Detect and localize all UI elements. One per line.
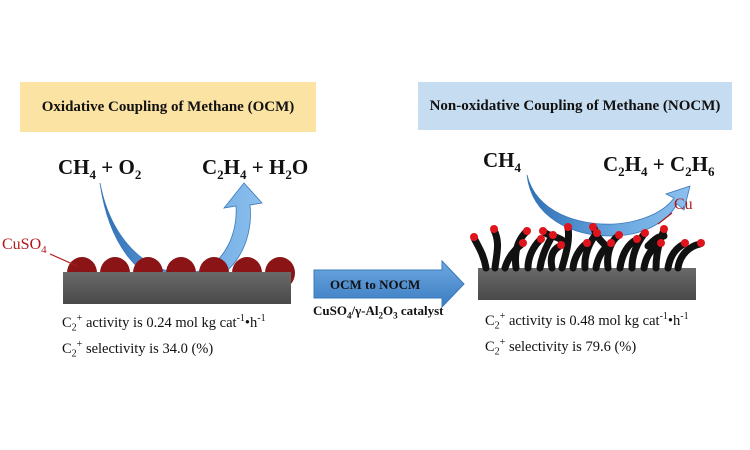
nocm-activity-bullet: •h — [667, 312, 681, 329]
nocm-selectivity-sup: + — [499, 337, 506, 348]
ocm-products: C2H4 + H2O — [202, 155, 308, 183]
nocm-activity-sub: 2 — [494, 320, 500, 332]
catalyst-caption-cuso: CuSO — [313, 303, 347, 318]
nocm-activity-sup3: -1 — [680, 311, 689, 322]
catalyst-caption-sub1: 4 — [346, 310, 352, 321]
nocm-product-h2-sub: 6 — [708, 164, 715, 180]
nocm-selectivity: C2+ selectivity is 79.6 (%) — [485, 337, 636, 358]
transition-arrow — [313, 259, 465, 309]
cuso4-label-sub: 4 — [41, 244, 47, 257]
nocm-product-c2-sub: 2 — [685, 164, 692, 180]
nocm-product-plus: + — [647, 152, 670, 176]
ocm-product-h2o-h: H — [268, 155, 286, 179]
catalyst-caption: CuSO4/γ-Al2O3 catalyst — [313, 303, 443, 321]
nocm-reactant-sub: 4 — [514, 160, 522, 176]
ocm-reactant-o-sub: 2 — [134, 167, 142, 183]
nocm-products: C2H4 + C2H6 — [603, 152, 715, 180]
catalyst-caption-o: O — [383, 303, 394, 318]
ocm-activity-sub: 2 — [71, 322, 77, 334]
ocm-product-h: H — [223, 155, 241, 179]
nocm-reactant: CH4 — [483, 148, 521, 176]
nocm-activity: C2+ activity is 0.48 mol kg cat-1•h-1 — [485, 311, 689, 332]
ocm-activity: C2+ activity is 0.24 mol kg cat-1•h-1 — [62, 313, 266, 334]
nocm-title-banner: Non-oxidative Coupling of Methane (NOCM) — [418, 82, 732, 130]
ocm-activity-sup2: -1 — [236, 313, 245, 324]
catalyst-caption-word: catalyst — [397, 303, 444, 318]
ocm-selectivity-sub: 2 — [71, 348, 77, 360]
nocm-product-c2: C — [669, 152, 686, 176]
nocm-selectivity-text: selectivity is 79.6 (%) — [505, 338, 637, 355]
nocm-product-c-sub: 2 — [618, 164, 625, 180]
ocm-title: Oxidative Coupling of Methane (OCM) — [41, 98, 295, 115]
ocm-reactant-plus: + — [96, 155, 119, 179]
ocm-reactant-ch-sub: 4 — [89, 167, 97, 183]
ocm-product-c-sub: 2 — [217, 167, 224, 183]
ocm-product-plus: + — [246, 155, 269, 179]
nocm-product-h: H — [624, 152, 642, 176]
ocm-selectivity-c: C — [62, 340, 72, 357]
ocm-selectivity-text: selectivity is 34.0 (%) — [82, 340, 214, 357]
nocm-curved-arrow — [526, 174, 691, 237]
ocm-support-slab — [63, 272, 291, 304]
nocm-activity-c: C — [485, 312, 495, 329]
catalyst-caption-al: /γ-Al — [351, 303, 379, 318]
ocm-reactant-o: O — [118, 155, 135, 179]
ocm-activity-sup: + — [76, 313, 83, 324]
nocm-selectivity-c: C — [485, 338, 495, 355]
nocm-activity-sup2: -1 — [659, 311, 668, 322]
ocm-selectivity-sup: + — [76, 339, 83, 350]
ocm-product-h-sub: 4 — [240, 167, 247, 183]
ocm-product-h2o-sub: 2 — [285, 167, 292, 183]
transition-arrow-text: OCM to NOCM — [330, 277, 421, 292]
nocm-reactant-ch: CH — [483, 148, 515, 172]
cuso4-leader-line — [49, 253, 78, 267]
catalyst-caption-sub3: 3 — [393, 310, 398, 321]
ocm-product-h2o-o: O — [291, 155, 309, 179]
cu-label-text: Cu — [674, 196, 693, 213]
transition-arrow-label: OCM to NOCM — [330, 277, 420, 293]
ocm-activity-bullet: •h — [244, 314, 258, 331]
cuso4-label: CuSO4 — [2, 236, 47, 256]
nocm-product-h2: H — [691, 152, 708, 176]
catalyst-caption-sub2: 2 — [378, 310, 384, 321]
nocm-product-h-sub: 4 — [641, 164, 648, 180]
ocm-selectivity: C2+ selectivity is 34.0 (%) — [62, 339, 213, 360]
nocm-support-slab — [478, 268, 696, 300]
nocm-selectivity-sub: 2 — [494, 346, 500, 358]
ocm-reactants: CH4 + O2 — [58, 155, 141, 183]
ocm-title-banner: Oxidative Coupling of Methane (OCM) — [20, 82, 316, 132]
cu-tips — [470, 223, 705, 249]
nocm-activity-text: activity is 0.48 mol kg cat — [505, 312, 660, 329]
nocm-activity-sup: + — [499, 311, 506, 322]
nocm-product-c: C — [603, 152, 619, 176]
cu-label: Cu — [674, 196, 693, 214]
cu-leader-line — [657, 212, 673, 225]
ocm-activity-sup3: -1 — [257, 313, 266, 324]
nocm-title: Non-oxidative Coupling of Methane (NOCM) — [429, 97, 721, 114]
ocm-activity-text: activity is 0.24 mol kg cat — [82, 314, 237, 331]
ocm-reactant-ch: CH — [58, 155, 90, 179]
ocm-activity-c: C — [62, 314, 72, 331]
ocm-product-c: C — [202, 155, 218, 179]
cuso4-label-main: CuSO — [2, 236, 42, 253]
